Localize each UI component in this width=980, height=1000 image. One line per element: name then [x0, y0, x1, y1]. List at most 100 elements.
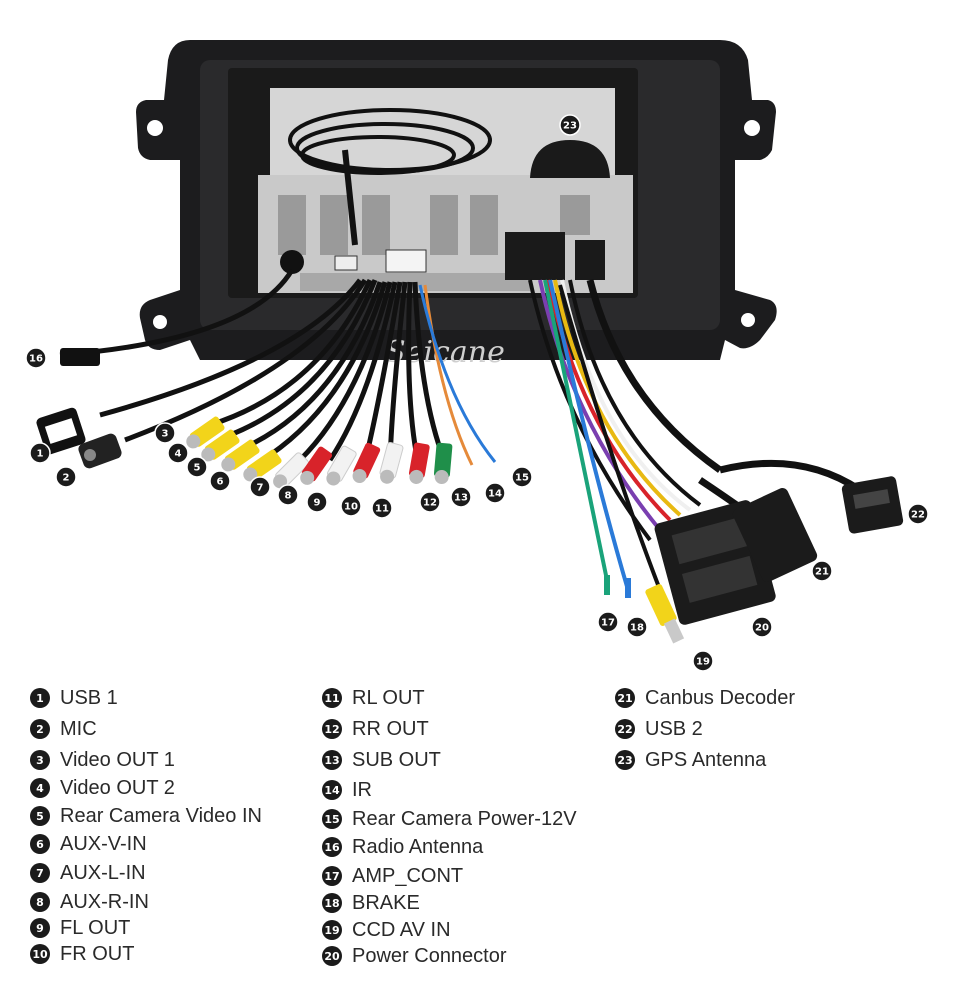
legend-label: USB 1	[60, 686, 118, 709]
callout-badge: 4	[30, 778, 50, 798]
callout-badge: 7	[30, 863, 50, 883]
callout-badge-4: 4	[167, 442, 189, 464]
canbus-decoder	[732, 488, 818, 582]
callout-badge-5: 5	[186, 456, 208, 478]
callout-badge: 9	[30, 918, 50, 938]
legend-label: RL OUT	[352, 686, 425, 709]
callout-badge-20: 20	[751, 616, 773, 638]
callout-badge-14: 14	[484, 482, 506, 504]
seicane-watermark: Seicane	[385, 335, 505, 370]
callout-badge-15: 15	[511, 466, 533, 488]
callout-badge-11: 11	[371, 497, 393, 519]
legend-label: SUB OUT	[352, 748, 441, 771]
callout-badge: 22	[615, 719, 635, 739]
callout-badge-22: 22	[907, 503, 929, 525]
callout-number: 7	[257, 483, 264, 494]
legend-item-22: 22 USB 2	[615, 717, 703, 741]
callout-number: 10	[344, 502, 358, 513]
callout-badge: 6	[30, 834, 50, 854]
callout-badge: 17	[322, 866, 342, 886]
legend-label: AMP_CONT	[352, 864, 464, 887]
callout-badge-23: 23	[559, 114, 581, 136]
callout-badge-17: 17	[597, 611, 619, 633]
callout-badge: 5	[30, 806, 50, 826]
callout-badge-21: 21	[811, 560, 833, 582]
cable-bundle-right	[528, 279, 862, 591]
callout-badge: 14	[322, 780, 342, 800]
legend-item-17: 17 AMP_CONT	[322, 864, 463, 888]
legend-item-23: 23 GPS Antenna	[615, 748, 766, 772]
callout-badge: 15	[322, 809, 342, 829]
callout-badge-13: 13	[450, 486, 472, 508]
callout-number: 9	[314, 498, 321, 509]
legend-label: IR	[352, 778, 372, 801]
callout-number: 11	[375, 504, 389, 515]
legend-item-18: 18 BRAKE	[322, 891, 420, 915]
legend-item-11: 11 RL OUT	[322, 686, 425, 710]
legend-item-3: 3 Video OUT 1	[30, 748, 175, 772]
legend-label: FR OUT	[60, 942, 135, 965]
callout-number: 2	[63, 473, 70, 484]
callout-number: 16	[29, 354, 43, 365]
callout-badge: 20	[322, 946, 342, 966]
callout-badge-10: 10	[340, 495, 362, 517]
legend-label: USB 2	[645, 717, 703, 740]
legend-label: Video OUT 2	[60, 776, 175, 799]
callout-badge: 21	[615, 688, 635, 708]
legend-label: FL OUT	[60, 916, 131, 939]
legend-label: AUX-L-IN	[60, 861, 146, 884]
callout-badge: 2	[30, 719, 50, 739]
callout-badge-3: 3	[154, 422, 176, 444]
legend-label: Rear Camera Power-12V	[352, 807, 577, 830]
legend-label: AUX-R-IN	[60, 890, 149, 913]
legend-label: Rear Camera Video IN	[60, 804, 262, 827]
legend-item-1: 1 USB 1	[30, 686, 118, 710]
legend-label: Canbus Decoder	[645, 686, 796, 709]
legend-label: Video OUT 1	[60, 748, 175, 771]
legend-item-8: 8 AUX-R-IN	[30, 890, 149, 914]
callout-badge: 13	[322, 750, 342, 770]
callout-number: 8	[285, 491, 292, 502]
callout-number: 12	[423, 498, 437, 509]
callout-number: 15	[515, 473, 529, 484]
callout-badge-12: 12	[419, 491, 441, 513]
callout-badge-16: 16	[25, 347, 47, 369]
callout-badge: 3	[30, 750, 50, 770]
legend-item-12: 12 RR OUT	[322, 717, 429, 741]
legend-label: GPS Antenna	[645, 748, 767, 771]
legend-item-15: 15 Rear Camera Power-12V	[322, 807, 577, 831]
callout-number: 20	[755, 623, 769, 634]
usb1-connector	[36, 407, 86, 455]
legend-item-2: 2 MIC	[30, 717, 97, 741]
callout-number: 13	[454, 493, 468, 504]
callout-badge: 8	[30, 892, 50, 912]
callout-number: 3	[162, 429, 169, 440]
callout-badge-19: 19	[692, 650, 714, 672]
callout-number: 6	[217, 477, 224, 488]
ccd-av-in-plug	[645, 584, 685, 644]
mic-jack	[78, 433, 122, 469]
head-unit	[136, 40, 777, 360]
legend-label: BRAKE	[352, 891, 420, 914]
callout-badge: 18	[322, 893, 342, 913]
legend-label: RR OUT	[352, 717, 429, 740]
callout-number: 18	[630, 623, 644, 634]
callout-badge-7: 7	[249, 476, 271, 498]
callout-number: 14	[488, 489, 502, 500]
legend-label: Power Connector	[352, 944, 507, 967]
callout-badge-6: 6	[209, 470, 231, 492]
callout-badge: 11	[322, 688, 342, 708]
legend-item-5: 5 Rear Camera Video IN	[30, 804, 262, 828]
legend-item-7: 7 AUX-L-IN	[30, 861, 146, 885]
callout-number: 21	[815, 567, 829, 578]
callout-badge-18: 18	[626, 616, 648, 638]
callout-badge: 23	[615, 750, 635, 770]
legend-label: Radio Antenna	[352, 835, 484, 858]
wiring-diagram: Seicane	[25, 40, 929, 672]
callout-badge: 1	[30, 688, 50, 708]
legend-item-20: 20 Power Connector	[322, 944, 507, 968]
callout-badge: 12	[322, 719, 342, 739]
legend-label: MIC	[60, 717, 97, 740]
